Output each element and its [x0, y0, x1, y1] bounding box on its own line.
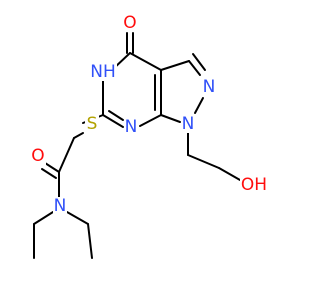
- bond-ch2-ch2: [187, 154, 220, 169]
- atom-o-hydroxyl: OH: [240, 175, 268, 195]
- bond-co-o-a: [44, 162, 60, 173]
- atom-o-amide: O: [30, 146, 46, 166]
- bond-ethyl2-ch3: [87, 223, 93, 259]
- atom-label-background: [89, 63, 117, 81]
- atom-n-amide: N: [53, 196, 67, 216]
- bond-c6-n7-b: [108, 110, 124, 121]
- bond-s-ch2: [73, 132, 84, 139]
- bond-layer: [33, 32, 241, 259]
- atom-s-thio: S: [85, 114, 99, 134]
- atom-label-text: S: [87, 114, 98, 134]
- atom-label-text: N: [182, 114, 195, 134]
- bond-c3a-c3: [160, 60, 190, 71]
- atom-label-text: O: [123, 13, 136, 33]
- atom-label-background: [202, 78, 216, 96]
- atom-label-text: O: [31, 146, 44, 166]
- bond-c3-n2-b: [192, 53, 206, 71]
- atom-label-background: [85, 115, 99, 133]
- bond-n-ethyl2-ch2: [66, 211, 89, 225]
- bond-n-ethyl1-ch2: [33, 211, 54, 225]
- bond-n2-n1: [194, 97, 204, 114]
- atom-o-oxo: O: [122, 13, 138, 33]
- atom-label-text: N: [54, 196, 67, 216]
- atom-label-text: NH: [90, 62, 116, 82]
- bond-co-o-b: [41, 168, 57, 179]
- atom-n-pyrazole1: N: [181, 114, 195, 134]
- bond-c4-c3a: [129, 52, 162, 71]
- atom-n-pyrimidine: N: [124, 117, 138, 137]
- atom-label-text: N: [203, 77, 216, 97]
- atom-label-text: OH: [241, 175, 267, 195]
- atom-n-h: NH: [89, 62, 117, 82]
- bond-n1-c7a: [160, 114, 181, 123]
- bond-ch2-oh: [218, 167, 241, 181]
- bond-c3-n2-a: [188, 60, 201, 76]
- atom-n-pyrazole2: N: [202, 77, 216, 97]
- bond-ch2-co: [58, 137, 75, 173]
- atom-label-background: [122, 14, 138, 32]
- atom-label-text: N: [125, 117, 138, 137]
- atom-label-background: [53, 197, 67, 215]
- atom-label-background: [30, 147, 46, 165]
- bond-c6-n7-a: [102, 114, 124, 128]
- atom-label-background: [240, 176, 268, 194]
- bond-n7-c7a: [139, 114, 162, 127]
- atom-label-background: [181, 115, 195, 133]
- atom-label-background: [124, 118, 138, 136]
